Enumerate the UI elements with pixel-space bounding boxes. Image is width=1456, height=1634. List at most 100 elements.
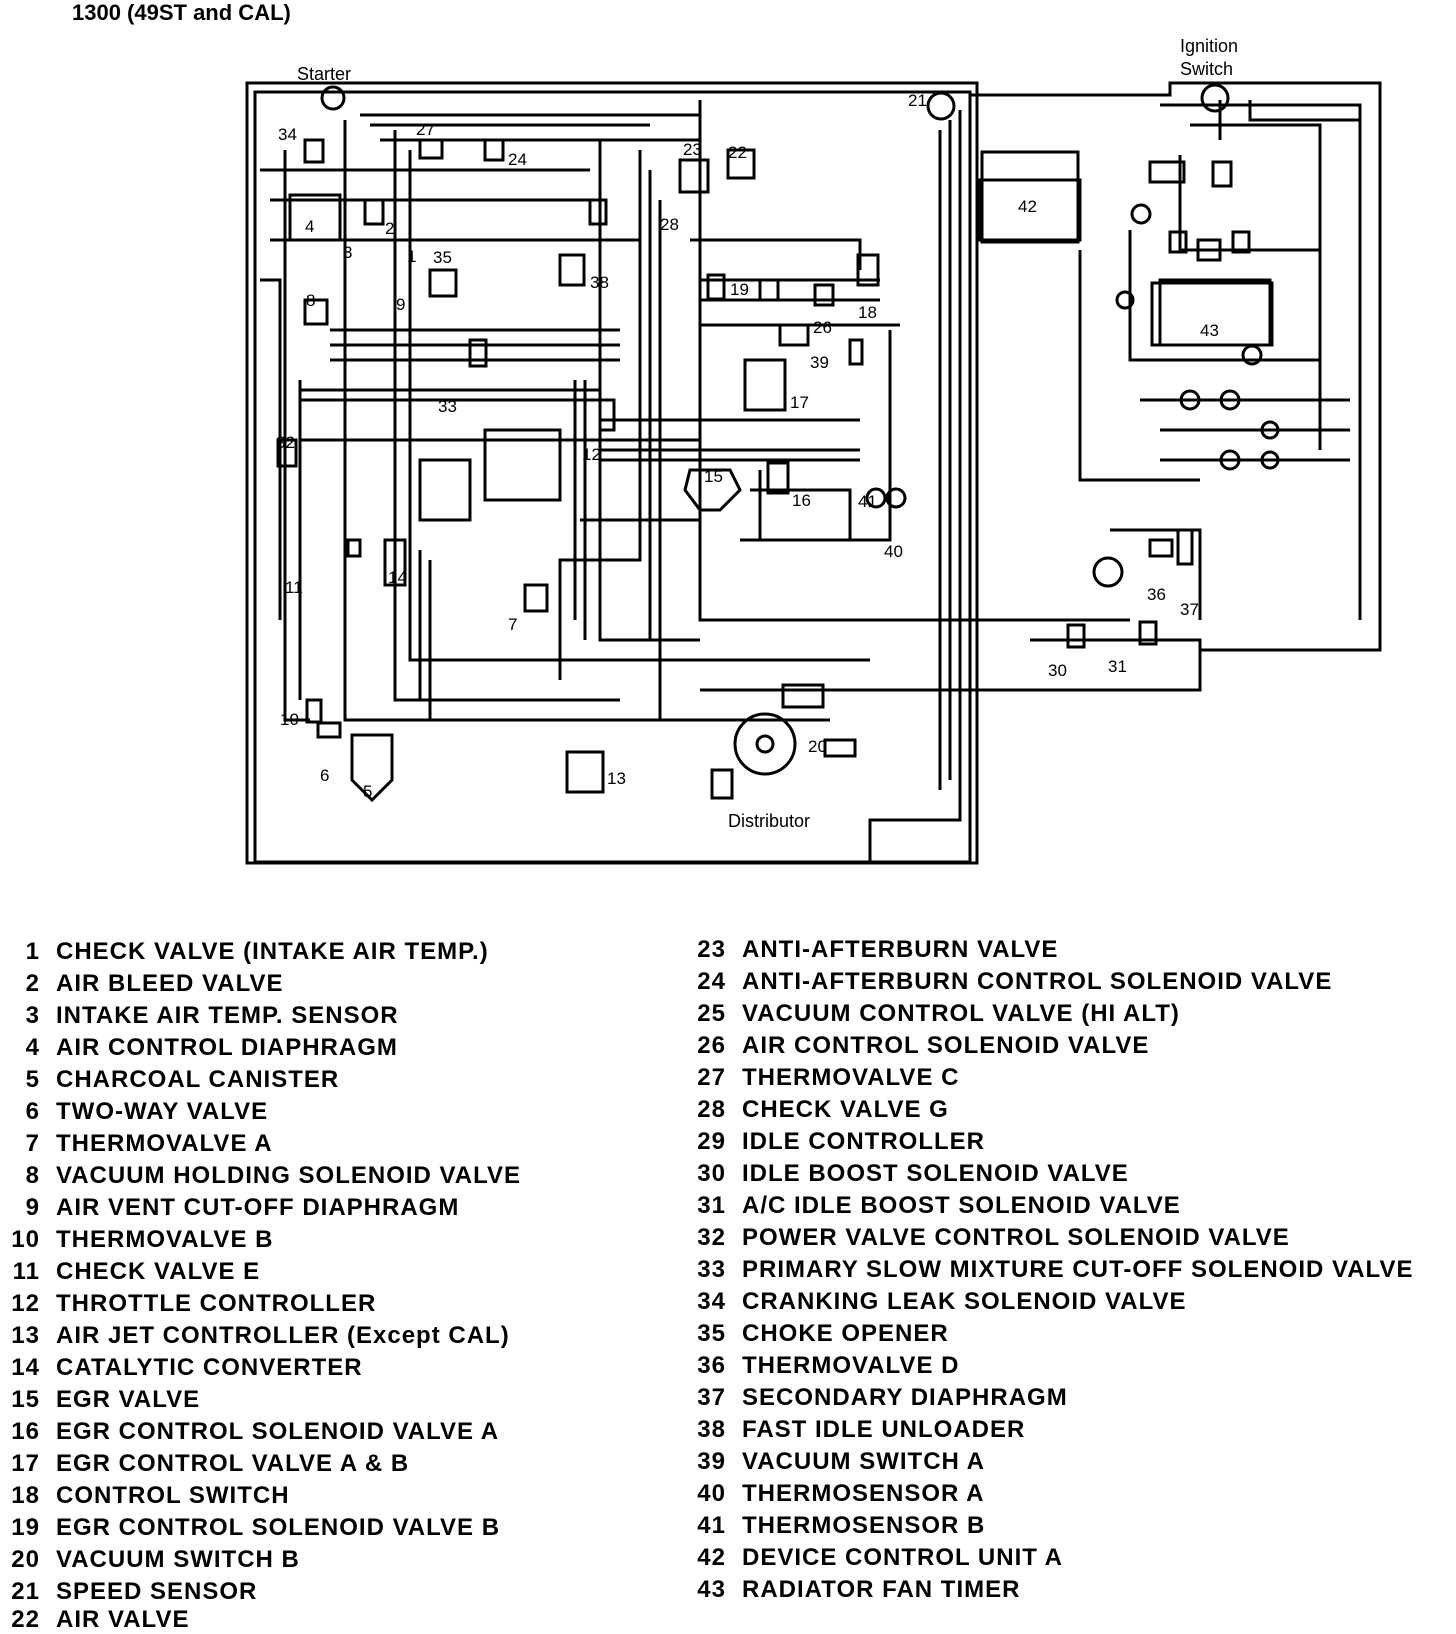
valve-icon — [710, 768, 734, 800]
component-symbols — [276, 83, 1280, 803]
sensor-icon — [848, 338, 864, 366]
air-cleaner-icon — [418, 458, 472, 522]
ignition-label-1: Ignition — [1180, 36, 1238, 56]
component-number: 28 — [660, 215, 679, 234]
component-number: 36 — [1147, 585, 1166, 604]
component-number: 38 — [590, 273, 609, 292]
carburetor-icon — [483, 428, 562, 502]
distributor-icon — [733, 712, 797, 776]
control-switch-icon — [856, 253, 880, 287]
component-number: 41 — [858, 492, 877, 511]
diagram-title: 1300 (49ST and CAL) — [72, 0, 291, 25]
relay-icon — [1148, 160, 1186, 184]
component-number: 7 — [508, 615, 517, 634]
component-number: 8 — [306, 291, 315, 310]
valve-icon — [363, 198, 385, 226]
component-number: 23 — [683, 140, 702, 159]
switch-icon — [1219, 389, 1241, 411]
component-number: 15 — [704, 467, 723, 486]
component-number: 35 — [433, 248, 452, 267]
throttle-controller-icon — [598, 398, 616, 432]
charcoal-canister-icon — [350, 733, 394, 803]
air-jet-controller-icon — [565, 750, 605, 794]
distributor-label: Distributor — [728, 811, 810, 831]
diaphragm-icon — [288, 193, 342, 242]
ignition-label-2: Switch — [1180, 59, 1233, 79]
component-number: 37 — [1180, 600, 1199, 619]
catalytic-converter-icon — [383, 538, 407, 587]
component-number: 24 — [508, 150, 527, 169]
component-number: 32 — [276, 433, 295, 452]
component-number: 39 — [810, 353, 829, 372]
relay-icon — [1231, 230, 1251, 254]
component-number: 6 — [320, 766, 329, 785]
valve-icon — [678, 158, 710, 194]
component-number: 42 — [1018, 197, 1037, 216]
component-number: 9 — [396, 295, 405, 314]
component-number: 22 — [728, 143, 747, 162]
valve-icon — [428, 268, 458, 298]
vacuum-wiring-diagram: Starter Ignition Switch Distributor 1 2 … — [245, 36, 1382, 865]
component-number: 30 — [1048, 661, 1067, 680]
valve-icon — [1138, 620, 1158, 646]
idle-controller-icon — [1092, 556, 1124, 588]
component-number: 33 — [438, 397, 457, 416]
valve-icon — [558, 253, 586, 287]
thermosensor-icon — [865, 487, 887, 509]
component-number: 27 — [416, 120, 435, 139]
relay-icon — [1168, 230, 1188, 254]
component-number: 17 — [790, 393, 809, 412]
component-number: 20 — [808, 737, 827, 756]
thermosensor-icon — [885, 487, 907, 509]
valve-icon — [523, 583, 549, 613]
component-number: 11 — [285, 578, 303, 597]
component-number: 3 — [343, 243, 352, 262]
valve-icon — [316, 721, 342, 739]
switch-icon — [1219, 449, 1241, 471]
valve-icon — [483, 138, 505, 162]
component-number: 13 — [607, 769, 626, 788]
valve-icon — [276, 438, 298, 468]
hose-routing — [245, 81, 1382, 865]
valve-icon — [758, 278, 780, 302]
valve-icon — [1148, 538, 1174, 558]
component-number: 43 — [1200, 321, 1219, 340]
component-number: 18 — [858, 303, 877, 322]
component-number: 21 — [908, 91, 927, 110]
valve-icon — [305, 698, 323, 724]
switch-icon — [1260, 420, 1280, 440]
component-number: 34 — [278, 125, 297, 144]
component-number: 5 — [363, 782, 372, 801]
device-control-unit-icon — [980, 150, 1080, 244]
lamp-icon — [1130, 203, 1152, 225]
